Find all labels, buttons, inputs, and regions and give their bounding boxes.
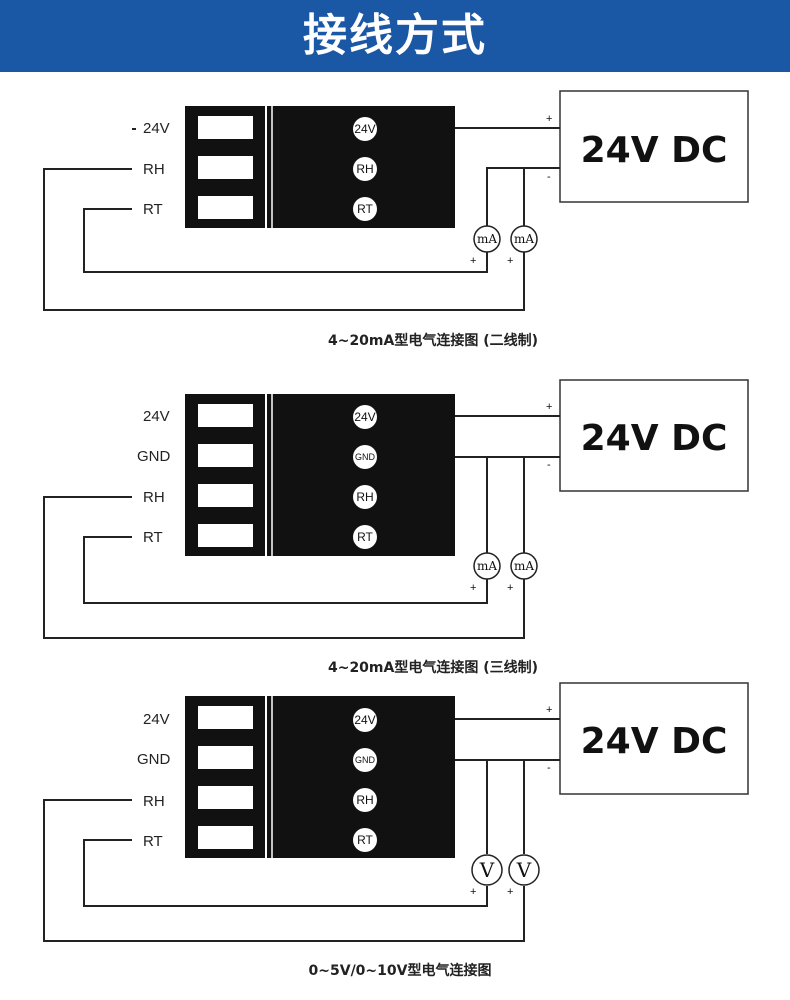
pin-label: 24V — [143, 120, 170, 137]
voltmeter-label: V — [479, 858, 495, 882]
power-supply-label: 24V DC — [581, 130, 728, 171]
terminal-badge-label: 24V — [354, 713, 375, 727]
wires — [43, 415, 560, 639]
terminal-slot — [196, 482, 255, 509]
minus-sign: - — [547, 171, 551, 183]
terminal-slot — [196, 114, 255, 141]
terminal-badge-label: RT — [357, 530, 373, 544]
ammeter-icon — [473, 225, 501, 253]
minus-sign: - — [547, 459, 551, 471]
power-supply-box — [559, 90, 749, 203]
power-supply-box — [559, 682, 749, 795]
voltmeter-icon — [508, 854, 540, 886]
diagram-three-wire: 24V GND RH RT 24V GND RH RT 24V DC + - m… — [43, 379, 749, 676]
diagram-voltage: 24V GND RH RT 24V GND RH RT 24V DC + - V… — [43, 682, 749, 979]
terminal-badge — [353, 828, 377, 852]
ammeter-icon — [473, 552, 501, 580]
terminal-slot — [196, 522, 255, 549]
wires — [43, 718, 560, 942]
terminal-badge-label: RT — [357, 202, 373, 216]
terminal-badge-label: RH — [356, 793, 373, 807]
terminal-slot — [196, 154, 255, 181]
terminal-badge — [353, 788, 377, 812]
terminal-badge — [353, 197, 377, 221]
page-title: 接线方式 — [303, 10, 487, 61]
terminal-slot — [196, 784, 255, 811]
power-supply-label: 24V DC — [581, 721, 728, 762]
minus-sign: - — [547, 762, 551, 774]
ammeter-label: mA — [514, 559, 534, 573]
terminal-slot — [196, 402, 255, 429]
pin-label: RH — [143, 489, 165, 506]
voltmeter-label: V — [516, 858, 532, 882]
diagram-caption: 4~20mA型电气连接图 (三线制) — [328, 659, 538, 676]
pin-label: GND — [137, 751, 171, 768]
pin-label: RT — [143, 833, 163, 850]
pin-label: RT — [143, 201, 163, 218]
plus-sign: + — [470, 886, 476, 898]
terminal-badge-label: RH — [356, 162, 373, 176]
wires — [43, 127, 560, 311]
terminal-badge — [353, 117, 377, 141]
diagram-caption: 0~5V/0~10V型电气连接图 — [309, 962, 492, 979]
pin-label: 24V — [143, 711, 170, 728]
plus-sign: + — [507, 255, 513, 267]
terminal-badge-label: 24V — [354, 122, 375, 136]
plus-sign: + — [546, 113, 552, 125]
ammeter-icon — [510, 225, 538, 253]
plus-sign: + — [470, 255, 476, 267]
plus-sign: + — [470, 582, 476, 594]
terminal-slot — [196, 744, 255, 771]
pin-label: RH — [143, 793, 165, 810]
ammeter-label: mA — [514, 232, 534, 246]
terminal-badge — [353, 748, 377, 772]
terminal-badge-label: GND — [355, 755, 376, 765]
terminal-slot — [196, 824, 255, 851]
pin-label: RT — [143, 529, 163, 546]
power-supply-label: 24V DC — [581, 418, 728, 459]
header-banner: 接线方式 — [0, 0, 790, 72]
terminal-badge — [353, 708, 377, 732]
pin-label: RH — [143, 161, 165, 178]
plus-sign: + — [546, 704, 552, 716]
diagram-caption: 4~20mA型电气连接图 (二线制) — [328, 332, 538, 349]
plus-sign: + — [507, 582, 513, 594]
terminal-slot — [196, 194, 255, 221]
terminal-badge — [353, 485, 377, 509]
terminal-slot — [196, 442, 255, 469]
terminal-badge — [353, 405, 377, 429]
terminal-badge-label: RT — [357, 833, 373, 847]
power-supply-box — [559, 379, 749, 492]
terminal-badge-label: 24V — [354, 410, 375, 424]
ammeter-icon — [510, 552, 538, 580]
pin-label: GND — [137, 448, 171, 465]
terminal-badge — [353, 525, 377, 549]
voltmeter-icon — [471, 854, 503, 886]
terminal-slot — [196, 704, 255, 731]
ammeter-label: mA — [477, 559, 497, 573]
plus-sign: + — [546, 401, 552, 413]
ammeter-label: mA — [477, 232, 497, 246]
terminal-badge — [353, 157, 377, 181]
pin-label: 24V — [143, 408, 170, 425]
terminal-badge-label: GND — [355, 452, 376, 462]
diagram-two-wire: 24V RH RT 24V RH RT 24V DC + - mA mA + +… — [43, 90, 749, 349]
terminal-badge — [353, 445, 377, 469]
plus-sign: + — [507, 886, 513, 898]
terminal-badge-label: RH — [356, 490, 373, 504]
